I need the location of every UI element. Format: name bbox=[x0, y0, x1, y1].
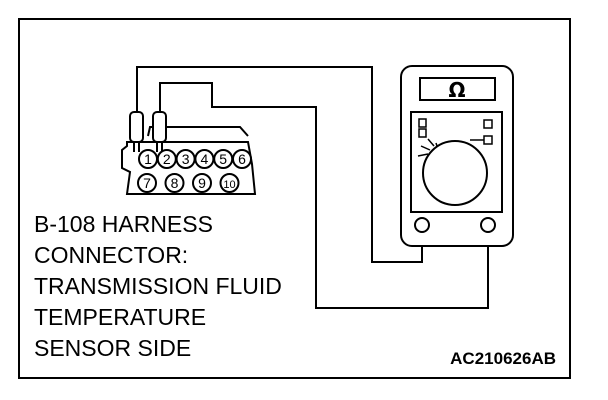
pin-label-8: 8 bbox=[171, 175, 179, 191]
ohmmeter-icon: Ω bbox=[400, 65, 514, 247]
probe-1 bbox=[129, 111, 144, 152]
pin-label-1: 1 bbox=[144, 151, 152, 167]
pin-label-9: 9 bbox=[198, 175, 206, 191]
pin-label-5: 5 bbox=[219, 151, 227, 167]
pin-cavity-9 bbox=[192, 173, 212, 193]
pin-label-7: 7 bbox=[143, 175, 151, 191]
lead-wire-2 bbox=[159, 82, 489, 309]
pin-label-2: 2 bbox=[163, 151, 171, 167]
meter-indicator-3 bbox=[483, 119, 493, 129]
pin-label-6: 6 bbox=[238, 151, 246, 167]
meter-jack-ohm bbox=[480, 217, 496, 233]
caption-line-4: TEMPERATURE bbox=[34, 304, 207, 330]
caption-line-2: CONNECTOR: bbox=[34, 242, 189, 268]
pin-cavity-8 bbox=[164, 173, 185, 193]
probe-2 bbox=[152, 111, 167, 152]
caption-line-1: B-108 HARNESS bbox=[34, 211, 213, 237]
meter-dial-knob bbox=[422, 140, 488, 206]
lead-wire-1 bbox=[136, 66, 423, 263]
meter-indicator-1 bbox=[418, 118, 427, 128]
meter-display bbox=[419, 77, 496, 101]
caption-line-5: SENSOR SIDE bbox=[34, 335, 192, 361]
figure-id: AC210626AB bbox=[450, 349, 556, 368]
meter-display-symbol: Ω bbox=[448, 78, 465, 102]
pin-cavity-10 bbox=[219, 173, 240, 193]
figure-frame bbox=[18, 18, 571, 379]
pin-label-10: 10 bbox=[223, 179, 235, 191]
connector-back-latch bbox=[147, 126, 249, 137]
pin-label-4: 4 bbox=[201, 151, 209, 167]
meter-indicator-2 bbox=[418, 128, 427, 138]
pin-cavity-7 bbox=[137, 173, 157, 193]
caption-line-3: TRANSMISSION FLUID bbox=[34, 273, 282, 299]
pin-label-3: 3 bbox=[182, 151, 190, 167]
pin-cavity-6 bbox=[232, 149, 252, 169]
meter-jack-com bbox=[414, 217, 430, 233]
